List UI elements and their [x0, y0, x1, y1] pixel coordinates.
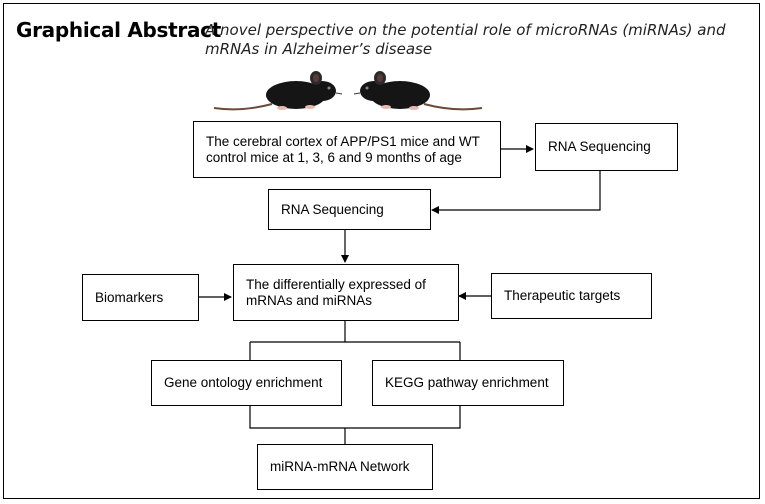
node-rnaseq-right-label: RNA Sequencing	[548, 139, 651, 154]
line-deg-to-enrichment	[249, 321, 461, 360]
node-deg: The differentially expressed of mRNAs an…	[233, 264, 459, 321]
page-title: Graphical Abstract	[16, 18, 221, 42]
line-enrichment-to-network	[249, 406, 461, 444]
node-network-label: miRNA-mRNA Network	[270, 459, 410, 474]
node-biomarkers-label: Biomarkers	[95, 289, 164, 305]
node-network: miRNA-mRNA Network	[257, 444, 433, 490]
node-rnaseq-left: RNA Sequencing	[268, 189, 431, 230]
node-rnaseq-left-label: RNA Sequencing	[281, 201, 384, 217]
node-cortex-label: The cerebral cortex of APP/PS1 mice and …	[206, 133, 480, 165]
arrow-rnaseq-to-rnaseq	[431, 171, 601, 214]
node-biomarkers: Biomarkers	[82, 274, 199, 321]
node-deg-label: The differentially expressed of mRNAs an…	[246, 276, 426, 308]
node-cortex: The cerebral cortex of APP/PS1 mice and …	[193, 121, 501, 178]
node-kegg-label: KEGG pathway enrichment	[385, 375, 549, 390]
node-rnaseq-right: RNA Sequencing	[535, 123, 678, 171]
mouse-right-icon	[353, 71, 483, 111]
node-gene-ontology-label: Gene ontology enrichment	[164, 375, 323, 390]
node-kegg: KEGG pathway enrichment	[372, 360, 564, 406]
page-subtitle: A novel perspective on the potential rol…	[205, 21, 726, 58]
node-therapeutic-label: Therapeutic targets	[504, 288, 621, 303]
node-gene-ontology: Gene ontology enrichment	[151, 360, 342, 406]
node-therapeutic: Therapeutic targets	[491, 273, 652, 319]
abstract-frame	[3, 3, 760, 499]
mouse-left-icon	[213, 71, 343, 111]
